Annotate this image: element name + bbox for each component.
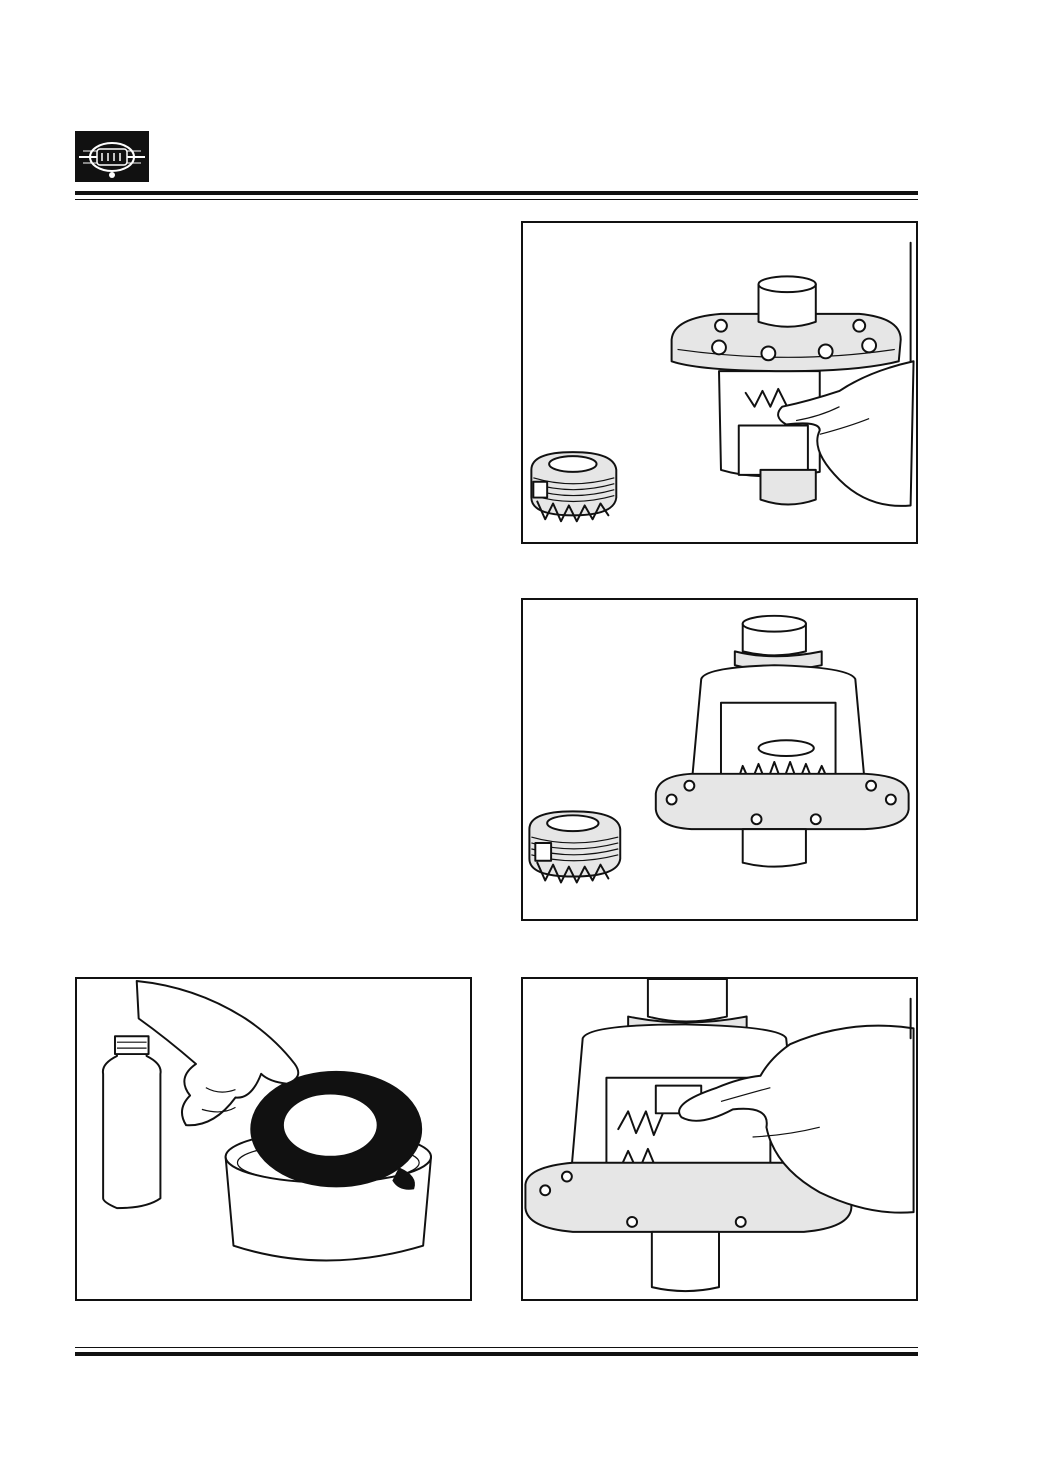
- figure-2: [521, 598, 918, 921]
- header-rule-thin: [75, 199, 918, 200]
- figure-3: [75, 977, 472, 1301]
- differential-case-cover-removal-icon: [530, 241, 915, 523]
- header-logo-icon: [75, 131, 149, 182]
- friction-plate-oil-soak-icon: [101, 979, 433, 1262]
- header-rule-thick: [75, 191, 918, 195]
- figure-4: [521, 977, 918, 1301]
- differential-case-side-gear-icon: [528, 614, 910, 884]
- footer-rule-thin: [75, 1347, 918, 1348]
- footer-rule-thick: [75, 1352, 918, 1356]
- differential-pinion-assembly-icon: [524, 979, 915, 1293]
- figure-1: [521, 221, 918, 544]
